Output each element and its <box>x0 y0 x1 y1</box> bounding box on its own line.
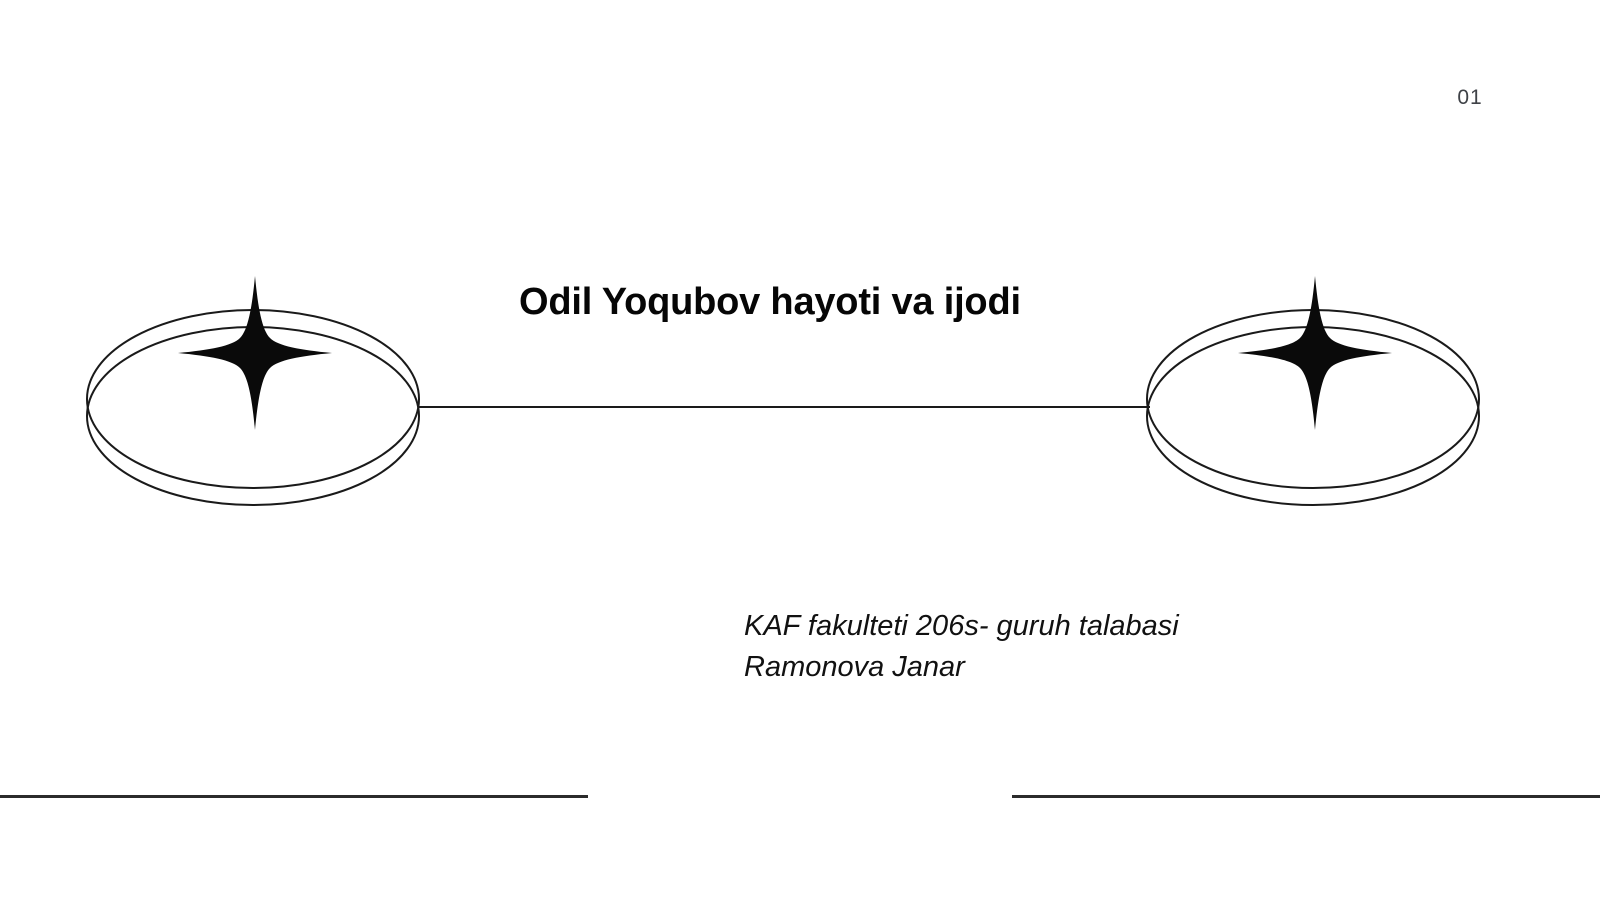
bottom-rule-left <box>0 795 588 798</box>
subtitle-block: KAF fakulteti 206s- guruh talabasi Ramon… <box>744 606 1179 688</box>
left-ornament <box>78 268 428 538</box>
sparkle-icon <box>178 276 332 430</box>
page-title: Odil Yoqubov hayoti va ijodi <box>519 281 1021 323</box>
sparkle-icon <box>1238 276 1392 430</box>
subtitle-line-1: KAF fakulteti 206s- guruh talabasi <box>744 610 1179 642</box>
subtitle-line-2: Ramonova Janar <box>744 651 965 683</box>
page-number: 01 <box>1457 86 1483 109</box>
right-ornament <box>1138 268 1488 538</box>
connector-line <box>419 406 1150 408</box>
bottom-rule-right <box>1012 795 1600 798</box>
